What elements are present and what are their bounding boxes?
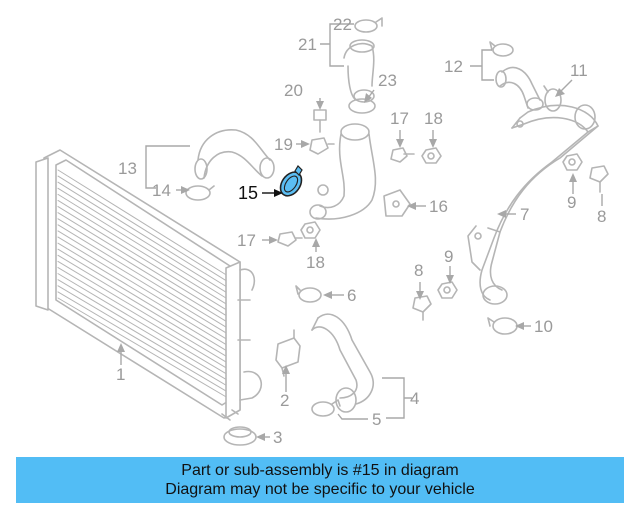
callout-21: 21 bbox=[298, 35, 317, 54]
callout-16: 16 bbox=[429, 197, 448, 216]
clamp-part-5 bbox=[311, 399, 341, 417]
callout-7: 7 bbox=[520, 205, 529, 224]
upper-hose-part-21 bbox=[343, 39, 375, 103]
banner-line-disclaimer: Diagram may not be specific to your vehi… bbox=[165, 481, 475, 498]
leader-lines bbox=[117, 23, 603, 441]
callout-5: 5 bbox=[372, 410, 381, 429]
clamp-part-14 bbox=[185, 185, 215, 201]
lower-hose-part-4 bbox=[311, 313, 374, 413]
screw-part-20 bbox=[313, 109, 327, 133]
callout-6: 6 bbox=[347, 286, 356, 305]
nut-part-18-lower bbox=[300, 221, 321, 239]
bolt-part-17-lower bbox=[277, 231, 303, 247]
callout-17-upper: 17 bbox=[390, 109, 409, 128]
clamp-part-10 bbox=[487, 317, 518, 335]
banner-line-part-number: Part or sub-assembly is #15 in diagram bbox=[181, 462, 459, 479]
callout-19: 19 bbox=[274, 135, 293, 154]
callout-9-right: 9 bbox=[567, 193, 576, 212]
callout-23: 23 bbox=[378, 71, 397, 90]
bolt-part-8-middle bbox=[412, 295, 432, 321]
callout-11: 11 bbox=[570, 61, 588, 80]
grommet-part-3 bbox=[223, 426, 257, 446]
callout-15: 15 bbox=[238, 183, 258, 203]
callout-8-middle: 8 bbox=[414, 261, 423, 280]
upper-right-hose-part-12 bbox=[495, 66, 544, 111]
callout-10: 10 bbox=[534, 317, 553, 336]
callout-14: 14 bbox=[152, 181, 171, 200]
callout-4: 4 bbox=[410, 389, 419, 408]
callout-8-right: 8 bbox=[597, 207, 606, 226]
clamp-part-6 bbox=[295, 285, 322, 303]
callout-3: 3 bbox=[273, 428, 282, 447]
callout-20: 20 bbox=[284, 81, 303, 100]
callout-17-lower: 17 bbox=[237, 231, 256, 250]
nut-part-9-middle bbox=[437, 281, 458, 299]
intercooler-part-1 bbox=[35, 149, 263, 421]
callout-18-upper: 18 bbox=[424, 109, 443, 128]
center-pipe-part-16 bbox=[309, 123, 411, 220]
clamp-top-right bbox=[489, 41, 514, 57]
clamp-part-15-highlighted bbox=[279, 165, 303, 197]
parts-diagram: 1 2 3 4 5 6 7 8 9 8 9 10 11 12 13 14 15 … bbox=[35, 15, 609, 447]
callout-2: 2 bbox=[280, 391, 289, 410]
callout-9-middle: 9 bbox=[444, 247, 453, 266]
sensor-part-19 bbox=[309, 137, 335, 155]
upper-left-hose-part-13 bbox=[194, 129, 275, 180]
bolt-part-8-right bbox=[589, 165, 609, 193]
callout-labels: 1 2 3 4 5 6 7 8 9 8 9 10 11 12 13 14 15 … bbox=[116, 15, 606, 447]
callout-12: 12 bbox=[444, 57, 463, 76]
charge-pipe-part-7 bbox=[467, 104, 599, 305]
callout-18-lower: 18 bbox=[306, 253, 325, 272]
nut-part-9-right bbox=[562, 153, 583, 171]
clamp-part-11 bbox=[543, 85, 562, 112]
nut-part-18-upper bbox=[421, 147, 442, 164]
callout-13: 13 bbox=[118, 159, 137, 178]
info-banner: Part or sub-assembly is #15 in diagram D… bbox=[16, 457, 624, 503]
clamp-part-23 bbox=[348, 98, 376, 114]
callout-1: 1 bbox=[116, 365, 125, 384]
bolt-part-17-upper bbox=[390, 147, 415, 163]
bracket-part-2 bbox=[275, 329, 301, 377]
clamp-part-22 bbox=[354, 17, 383, 33]
callout-22: 22 bbox=[333, 15, 352, 34]
